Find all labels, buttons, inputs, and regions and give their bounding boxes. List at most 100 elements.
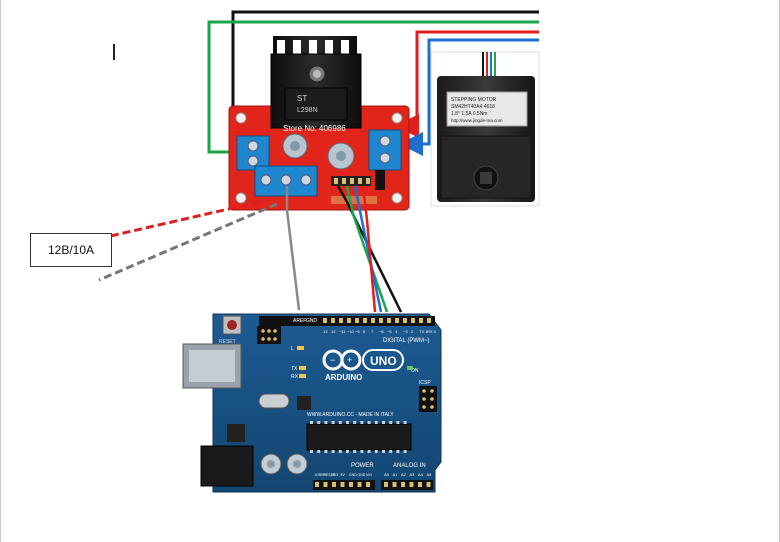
digital-pin <box>395 318 399 323</box>
motor-label-line2: SM42HT40A4 4618 <box>451 104 495 110</box>
wire-green-motor <box>207 20 539 164</box>
icsp-label: ICSP <box>419 380 431 386</box>
stepper-motor: STEPPING MOTOR SM42HT40A4 4618 1.8° 1.5A… <box>430 51 540 207</box>
power-pin <box>357 482 362 487</box>
analog-header-label: ANALOG IN <box>393 463 426 469</box>
chip-leg <box>396 421 400 424</box>
power-pin-label: 5V <box>341 473 346 477</box>
analog-pin <box>426 482 431 487</box>
arduino-site: WWW.ARDUINO.CC - MADE IN ITALY <box>307 412 394 418</box>
digital-pin <box>427 318 431 323</box>
motor-terminal-right <box>368 129 402 171</box>
digital-pin-label: 13 <box>323 329 328 334</box>
digital-pin-label: RX 0 <box>427 329 437 334</box>
analog-pin-label: A3 <box>410 472 416 477</box>
chip-leg <box>382 421 385 424</box>
gnd-label: GND <box>306 318 318 324</box>
chip-leg <box>367 450 371 453</box>
arduino-brand: ARDUINO <box>325 373 362 382</box>
chip-leg <box>367 421 371 424</box>
power-pin-label: 3V3 <box>332 473 338 477</box>
analog-pin-label: A5 <box>427 472 433 477</box>
analog-pin <box>418 482 422 487</box>
dc-power-jack <box>200 445 254 487</box>
power-pin <box>340 482 345 487</box>
digital-pin-label: TX 1 <box>419 329 428 334</box>
digital-pin <box>339 318 343 323</box>
digital-pin <box>387 318 391 323</box>
digital-header-label: DIGITAL (PWM~) <box>383 338 430 344</box>
power-pin-label: VIN <box>366 473 372 477</box>
icsp-header-left <box>257 326 281 344</box>
led-tx <box>299 366 306 370</box>
motor-label-line3: 1.8° 1.5A 0.5Nm <box>451 111 487 117</box>
text-cursor <box>113 44 115 60</box>
digital-pin-label: 2 <box>411 329 414 334</box>
analog-pin-label: A0 <box>384 472 390 477</box>
motor-label-line4: http://www.jingde-ma.com <box>451 118 503 123</box>
chip-leg <box>374 450 378 453</box>
chip-leg <box>353 450 357 453</box>
wire-black-signal <box>336 185 403 313</box>
power-pin <box>323 482 328 487</box>
chip-leg <box>396 450 400 453</box>
digital-pin <box>371 318 375 323</box>
chip-leg <box>338 450 342 453</box>
chip-leg <box>382 450 385 453</box>
board-capacitor-1 <box>260 453 282 475</box>
digital-pin-label: 7 <box>371 329 374 334</box>
digital-pin-label: ~5 <box>387 329 392 334</box>
digital-pin <box>403 318 407 323</box>
power-pin <box>349 482 353 487</box>
power-pin <box>332 482 336 487</box>
arduino-logo: − + <box>322 349 362 371</box>
board-capacitor-2 <box>286 453 308 475</box>
analog-pin-label: A1 <box>393 472 399 477</box>
chip-leg <box>310 421 313 424</box>
crystal <box>258 393 290 409</box>
chip-brand: ST <box>297 94 307 103</box>
chip-leg <box>360 421 364 424</box>
digital-pin <box>411 318 415 323</box>
power-header-label: POWER <box>351 463 374 469</box>
atmega-chip <box>306 421 412 453</box>
chip-leg <box>346 450 349 453</box>
motor-label-line1: STEPPING MOTOR <box>451 97 497 103</box>
led-l <box>297 346 304 350</box>
chip-leg <box>324 450 328 453</box>
led-l-label: L <box>291 346 294 352</box>
digital-pin-label: ~6 <box>379 329 384 334</box>
control-header <box>331 176 371 186</box>
led-rx-label: RX <box>291 374 299 380</box>
wire-blue-signal <box>353 185 383 313</box>
wire-blue-motor <box>399 38 539 156</box>
analog-pin <box>384 482 388 487</box>
power-pin-label: GND <box>358 473 366 477</box>
wire-green-signal <box>345 185 389 313</box>
power-pin <box>366 482 370 487</box>
power-pin-label: RESET <box>324 473 337 477</box>
power-pin-label: IOREF <box>315 473 326 477</box>
analog-pin <box>392 482 397 487</box>
voltage-regulator <box>227 424 245 442</box>
chip-leg <box>317 450 321 453</box>
chip-leg <box>389 450 393 453</box>
icsp-header-right <box>419 386 437 412</box>
power-wire-red-dashed <box>92 200 260 242</box>
reset-button-cap <box>227 320 237 330</box>
power-supply-label: 12В/10A <box>30 233 112 267</box>
chip-leg <box>403 421 407 424</box>
chip-leg <box>310 450 313 453</box>
digital-pin-label: 8 <box>363 329 366 334</box>
aref-label: AREF <box>293 318 306 324</box>
wire-red-signal <box>361 185 377 313</box>
l298n-chip: ST L298N <box>284 87 348 121</box>
analog-pin <box>401 482 405 487</box>
chip-leg <box>374 421 378 424</box>
digital-pin-label: 4 <box>395 329 398 334</box>
digital-pin <box>355 318 359 323</box>
digital-pin <box>419 318 423 323</box>
led-rx <box>299 374 306 378</box>
